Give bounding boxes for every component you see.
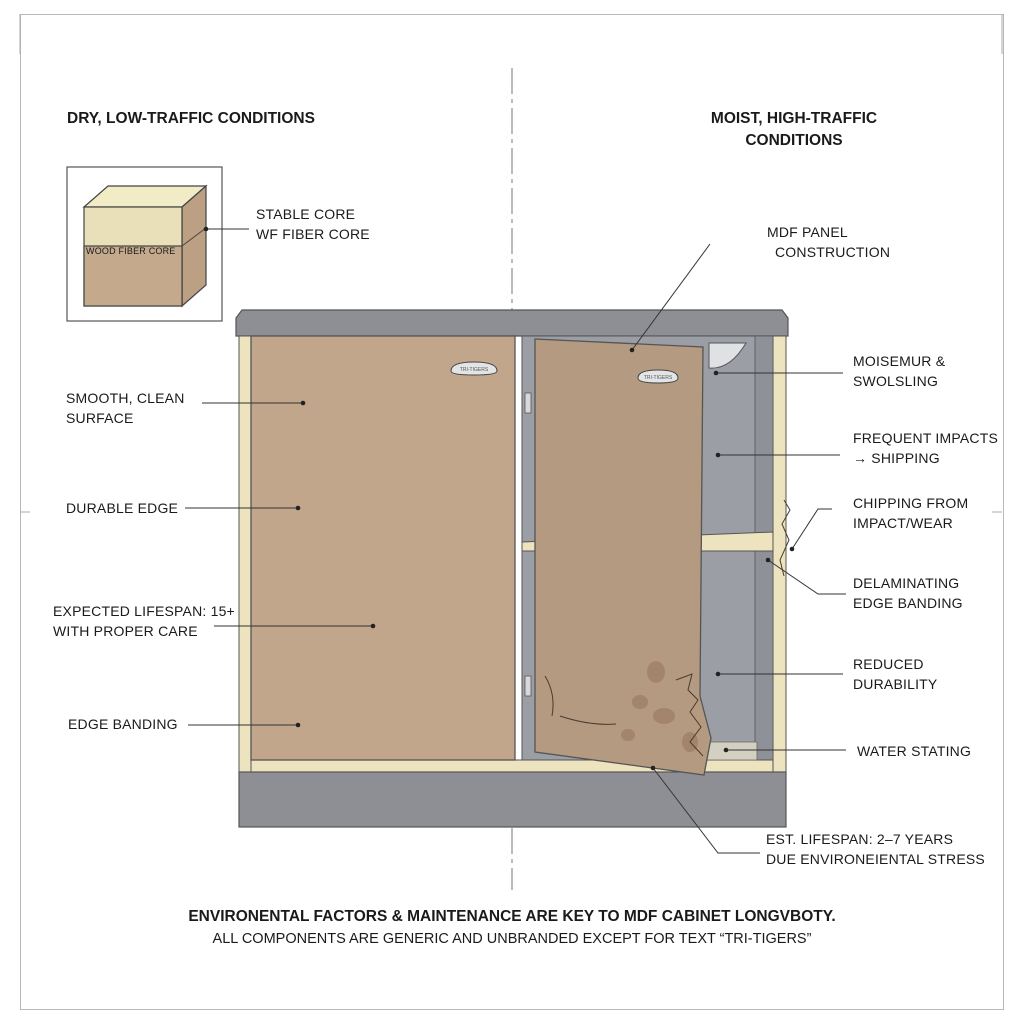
label-durable-edge-line1: DURABLE EDGE — [66, 500, 179, 516]
label-water-staining: WATER STATING — [857, 741, 971, 761]
label-smooth-surface-line2: SURFACE — [66, 410, 134, 426]
label-delaminating: DELAMINATING EDGE BANDING — [853, 573, 963, 613]
label-chipping: CHIPPING FROM IMPACT/WEAR — [853, 493, 968, 533]
label-moisture-swelling-line1: MOISEMUR & — [853, 353, 946, 369]
footer-line1: ENVIRONENTAL FACTORS & MAINTENANCE ARE K… — [188, 908, 836, 925]
label-est-lifespan-line1: EST. LIFESPAN: 2–7 YEARS — [766, 831, 954, 847]
label-expected-lifespan-line2: WITH PROPER CARE — [53, 623, 198, 639]
label-reduced-durability-line2: DURABILITY — [853, 676, 938, 692]
left-heading: DRY, LOW-TRAFFIC CONDITIONS — [67, 110, 315, 127]
label-chipping-line2: IMPACT/WEAR — [853, 515, 953, 531]
label-chipping-line1: CHIPPING FROM — [853, 495, 969, 511]
leader-lines — [185, 228, 846, 854]
label-expected-lifespan-line1: EXPECTED LIFESPAN: 15+ — [53, 603, 235, 619]
core-block — [82, 184, 208, 308]
right-heading-line2: CONDITIONS — [745, 132, 843, 149]
label-water-staining-line1: WATER STATING — [857, 743, 972, 759]
label-est-lifespan-line2: DUE ENVIRONEIENTAL STRESS — [766, 851, 985, 867]
label-mdf-construction-line1: MDF PANEL — [767, 224, 848, 240]
left-door-handle: TRI-TIGERS — [450, 361, 498, 376]
core-label-line1: STABLE CORE — [256, 206, 356, 222]
label-edge-banding: EDGE BANDING — [68, 714, 178, 734]
footer-line2: ALL COMPONENTS ARE GENERIC AND UNBRANDED… — [212, 931, 812, 947]
hinge-top — [524, 392, 532, 414]
left-door — [250, 335, 516, 761]
label-frequent-impacts-line2: → SHIPPING — [853, 450, 940, 466]
label-reduced-durability-line1: REDUCED — [853, 656, 924, 672]
core-block-text: WOOD FIBER CORE — [86, 246, 176, 256]
label-moisture-swelling: MOISEMUR & SWOLSLING — [853, 351, 945, 391]
core-label: STABLE CORE WF FIBER CORE — [256, 204, 370, 244]
handle-text-right: TRI-TIGERS — [644, 375, 673, 381]
right-side-panel — [772, 335, 787, 773]
label-moisture-swelling-line2: SWOLSLING — [853, 373, 939, 389]
label-edge-banding-line1: EDGE BANDING — [68, 716, 178, 732]
frame-ticks — [19, 14, 1003, 513]
core-sample-frame — [66, 166, 223, 322]
left-side-panel — [238, 335, 252, 773]
label-smooth-surface-line1: SMOOTH, CLEAN — [66, 390, 185, 406]
label-smooth-surface: SMOOTH, CLEAN SURFACE — [66, 388, 185, 428]
right-heading-line1: MOIST, HIGH-TRAFFIC — [710, 110, 878, 127]
chipped-edge — [779, 499, 791, 577]
hinge-bottom — [524, 675, 532, 697]
label-expected-lifespan: EXPECTED LIFESPAN: 15+ WITH PROPER CARE — [53, 601, 235, 641]
right-door-handle: TRI-TIGERS — [637, 369, 679, 384]
handle-text-left: TRI-TIGERS — [460, 367, 489, 373]
right-door — [534, 338, 712, 776]
countertop — [235, 309, 789, 337]
core-label-line2: WF FIBER CORE — [256, 226, 370, 242]
label-frequent-impacts: FREQUENT IMPACTS → SHIPPING — [853, 428, 998, 468]
swelling-bulge — [708, 342, 747, 369]
label-mdf-construction: MDF PANEL CONSTRUCTION — [767, 222, 890, 262]
label-est-lifespan: EST. LIFESPAN: 2–7 YEARS DUE ENVIRONEIEN… — [766, 829, 985, 869]
crack-lines — [544, 673, 704, 757]
label-delaminating-line2: EDGE BANDING — [853, 595, 963, 611]
label-mdf-construction-line2: CONSTRUCTION — [775, 244, 891, 260]
plinth — [238, 771, 787, 828]
label-reduced-durability: REDUCED DURABILITY — [853, 654, 937, 694]
label-frequent-impacts-line1: FREQUENT IMPACTS — [853, 430, 999, 446]
leader-dots — [203, 226, 795, 771]
right-heading: MOIST, HIGH-TRAFFIC CONDITIONS — [694, 108, 894, 152]
label-delaminating-line1: DELAMINATING — [853, 575, 960, 591]
label-durable-edge: DURABLE EDGE — [66, 498, 178, 518]
